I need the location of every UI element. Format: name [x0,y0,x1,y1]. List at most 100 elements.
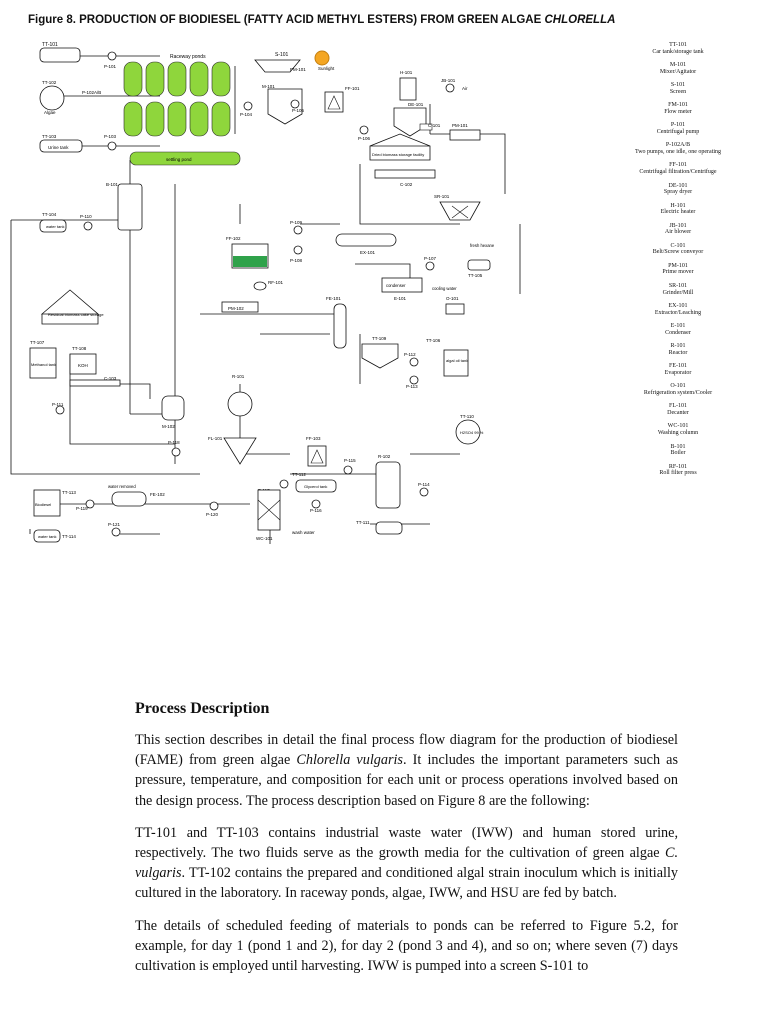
label-tt112: TT-112 [292,472,306,477]
roll-filter-rf101-icon [253,281,267,291]
pump-p113-icon [409,375,419,385]
legend-code: M-101 [669,62,687,69]
label-tt107: TT-107 [30,340,45,345]
label-h101: H-101 [400,70,413,75]
legend-code: SR-101 [668,282,688,289]
label-tt113: TT-113 [62,490,76,495]
label-watertank: water tank [46,224,64,229]
screen-s101-icon [254,59,301,73]
algal-oil-tank-tt106 [443,349,469,377]
legend-desc: Evaporator [664,369,692,376]
label-pm101b: PM-101 [452,123,468,128]
label-sr101: SR-101 [434,194,450,199]
label-ff103: FF-103 [306,436,321,441]
label-pm102: PM-102 [228,306,244,311]
extractor-ex101 [335,233,397,247]
label-washwater: wash water [292,530,315,535]
legend-desc: Extractor/Leaching [654,309,702,316]
label-p121: P-121 [108,522,121,527]
blower-jb101-icon [445,83,455,93]
label-m102: M-102 [162,424,175,429]
pump-p112-icon [409,357,419,367]
grinder-sr101-icon [439,201,481,221]
pump-p106-icon [359,125,369,135]
label-p107: P-107 [424,256,437,261]
process-description: Process Description This section describ… [135,700,678,988]
label-p116: P-116 [310,508,322,513]
legend-code: O-101 [670,383,686,390]
label-tt102: TT-102 [42,80,57,85]
condenser-e101 [381,277,423,293]
dried-biomass-storage [369,133,431,161]
label-tt101: TT-101 [42,42,58,48]
label-p112: P-112 [404,352,416,357]
legend-code: S-101 [670,82,686,89]
hexane-tank-tt105 [467,259,491,271]
label-dried: Dried biomass storage facility [372,152,424,157]
legend-code: P-102A/B [665,142,691,149]
legend-desc: Prime mover [662,269,694,276]
label-tt105: TT-105 [468,273,483,278]
label-s101: S-101 [275,52,289,58]
legend-code: R-101 [670,343,686,350]
boiler-b101 [117,183,143,231]
legend-code: EX-101 [668,303,688,310]
pump-p104-icon [243,101,253,111]
legend-desc: Spray dryer [663,189,693,196]
label-residual: Residual biomass cake storage [48,312,104,317]
legend-code: FE-101 [669,363,687,370]
legend-code: C-101 [670,242,686,249]
decanter-fl101 [223,437,257,465]
label-p104: P-104 [240,112,253,117]
label-p101: P-101 [104,64,117,69]
label-fe102: FE-102 [150,492,165,497]
label-c103: C-103 [104,376,117,381]
p1-text-a: This section describes in detail the fin… [135,732,678,769]
legend-desc: Belt/Screw conveyor [652,249,704,256]
paragraph-1: This section describes in detail the fin… [135,730,678,811]
label-p115: P-115 [344,458,356,463]
label-p120: P-120 [206,512,219,517]
p2-text-b: . TT-102 contains the prepared and condi… [135,865,678,902]
legend-code: E-101 [670,323,686,330]
pump-p110-icon [83,221,93,231]
pump-p118-icon [171,447,181,457]
label-e101: E-101 [394,296,407,301]
legend-desc: Centrifugal filtration/Centrifuge [639,169,717,176]
reactor-r101 [227,391,253,417]
label-pm101: PM-101 [290,67,306,72]
label-p103: P-103 [104,134,117,139]
section-heading: Process Description [135,700,270,717]
label-methanol: Methanol tank [31,362,56,367]
legend-desc: Mixer/Agitator [659,68,697,75]
label-m101: M-101 [262,84,275,89]
label-h2so4: H2SO4 99 % [460,430,484,435]
methanol-tank-tt107 [29,347,57,379]
label-r101: R-101 [232,374,245,379]
legend-code: WC-101 [667,423,689,430]
conveyor-c102-icon [374,169,436,179]
label-condenser: condenser [386,283,406,288]
conveyor-c103-icon [69,379,121,387]
label-p108: P-108 [290,258,303,263]
legend-desc: Electric heater [660,209,696,216]
legend-desc: Reactor [668,349,688,356]
legend-code: B-101 [670,443,686,450]
pump-p103-icon [107,141,117,151]
label-b101: B-101 [106,182,119,187]
koh-tank-tt108 [69,353,97,375]
legend-code: PM-101 [668,262,688,269]
algae-tank-tt102 [39,85,65,111]
pump-p116-icon [311,499,321,509]
p2-text-a: TT-101 and TT-103 contains industrial wa… [135,824,678,862]
pump-p108-icon [293,245,303,255]
cooler-o101-icon [445,303,465,315]
